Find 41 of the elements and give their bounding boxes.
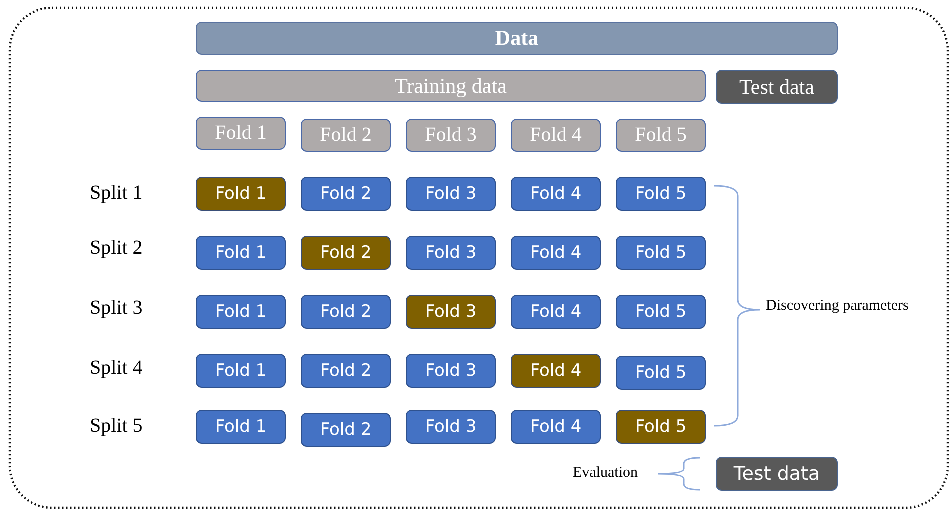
fold-box: Fold 1 bbox=[196, 236, 286, 270]
fold-box: Fold 5 bbox=[616, 295, 706, 329]
fold-box: Fold 2 bbox=[301, 354, 391, 388]
test-data-box: Test data bbox=[716, 457, 838, 491]
training-data-bar: Training data bbox=[196, 70, 706, 102]
row-label: Split 2 bbox=[90, 237, 143, 260]
row-label: Split 1 bbox=[90, 182, 143, 205]
annotation-text: Evaluation bbox=[573, 465, 638, 482]
fold-box: Fold 4 bbox=[511, 295, 601, 329]
row-label: Split 4 bbox=[90, 357, 143, 380]
fold-box: Fold 4 bbox=[511, 177, 601, 211]
fold-box: Fold 5 bbox=[616, 356, 706, 390]
fold-box: Fold 3 bbox=[406, 410, 496, 444]
fold-box: Fold 3 bbox=[406, 177, 496, 211]
fold-box: Fold 4 bbox=[511, 410, 601, 444]
test-data-box: Test data bbox=[716, 70, 838, 104]
fold-box: Fold 2 bbox=[301, 295, 391, 329]
validation-fold-box: Fold 2 bbox=[301, 236, 391, 270]
fold-box: Fold 2 bbox=[301, 119, 391, 152]
validation-fold-box: Fold 3 bbox=[406, 295, 496, 329]
annotation-text: Discovering parameters bbox=[766, 298, 909, 315]
fold-box: Fold 5 bbox=[616, 177, 706, 211]
data-bar: Data bbox=[196, 22, 838, 55]
validation-fold-box: Fold 1 bbox=[196, 177, 286, 211]
fold-box: Fold 1 bbox=[196, 410, 286, 444]
fold-box: Fold 4 bbox=[511, 119, 601, 152]
fold-box: Fold 5 bbox=[616, 119, 706, 152]
fold-box: Fold 3 bbox=[406, 236, 496, 270]
fold-box: Fold 2 bbox=[301, 413, 391, 447]
fold-box: Fold 3 bbox=[406, 354, 496, 388]
row-label: Split 5 bbox=[90, 415, 143, 438]
validation-fold-box: Fold 4 bbox=[511, 354, 601, 388]
fold-box: Fold 3 bbox=[406, 119, 496, 152]
fold-box: Fold 1 bbox=[196, 354, 286, 388]
fold-box: Fold 2 bbox=[301, 177, 391, 211]
fold-box: Fold 4 bbox=[511, 236, 601, 270]
row-label: Split 3 bbox=[90, 297, 143, 320]
validation-fold-box: Fold 5 bbox=[616, 410, 706, 444]
fold-box: Fold 1 bbox=[196, 295, 286, 329]
fold-box: Fold 1 bbox=[196, 117, 286, 150]
fold-box: Fold 5 bbox=[616, 236, 706, 270]
